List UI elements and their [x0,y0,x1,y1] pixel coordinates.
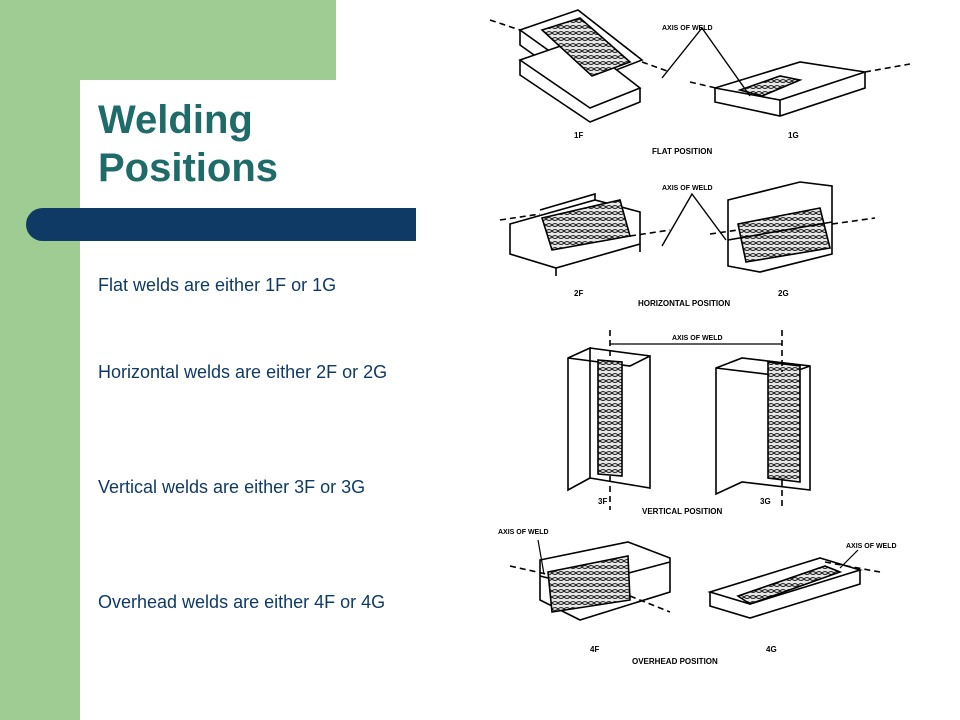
vertical-caption: VERTICAL POSITION [642,507,723,516]
flat-axis-label: AXIS OF WELD [662,25,713,32]
flat-left-label: 1F [574,131,583,140]
horizontal-left-label: 2F [574,289,583,298]
bullet-vertical: Vertical welds are either 3F or 3G [98,477,366,497]
left-green-bar [0,0,80,720]
overhead-4f-sketch [509,541,671,621]
welding-positions-diagram: AXIS OF WELD 1F 1G FLAT POSITION AXIS OF… [489,9,911,666]
vertical-axis-label: AXIS OF WELD [672,335,723,342]
slide-title: Welding Positions [98,98,279,190]
vertical-3g-sketch [715,330,811,508]
bullet-horizontal: Horizontal welds are either 2F or 2G [98,362,388,382]
horizontal-2g-sketch [709,181,876,273]
bullet-flat: Flat welds are either 1F or 1G [98,275,337,295]
overhead-right-label: 4G [766,645,777,654]
horizontal-axis-label: AXIS OF WELD [662,185,713,192]
top-green-band [0,0,336,80]
vertical-left-label: 3F [598,497,607,506]
overhead-axis-label-left: AXIS OF WELD [498,529,549,536]
flat-caption: FLAT POSITION [652,147,713,156]
horizontal-right-label: 2G [778,289,789,298]
overhead-left-label: 4F [590,645,599,654]
title-divider-bar [26,208,416,241]
vertical-3f-sketch [567,330,651,510]
horizontal-2f-sketch [499,192,671,276]
flat-1g-sketch [689,61,911,117]
horizontal-caption: HORIZONTAL POSITION [638,299,730,308]
flat-1f-sketch [489,9,671,123]
flat-right-label: 1G [788,131,799,140]
overhead-4g-sketch [707,557,881,619]
vertical-right-label: 3G [760,497,771,506]
bullet-overhead: Overhead welds are either 4F or 4G [98,592,386,612]
overhead-axis-label-right: AXIS OF WELD [846,543,897,550]
overhead-caption: OVERHEAD POSITION [632,657,718,666]
